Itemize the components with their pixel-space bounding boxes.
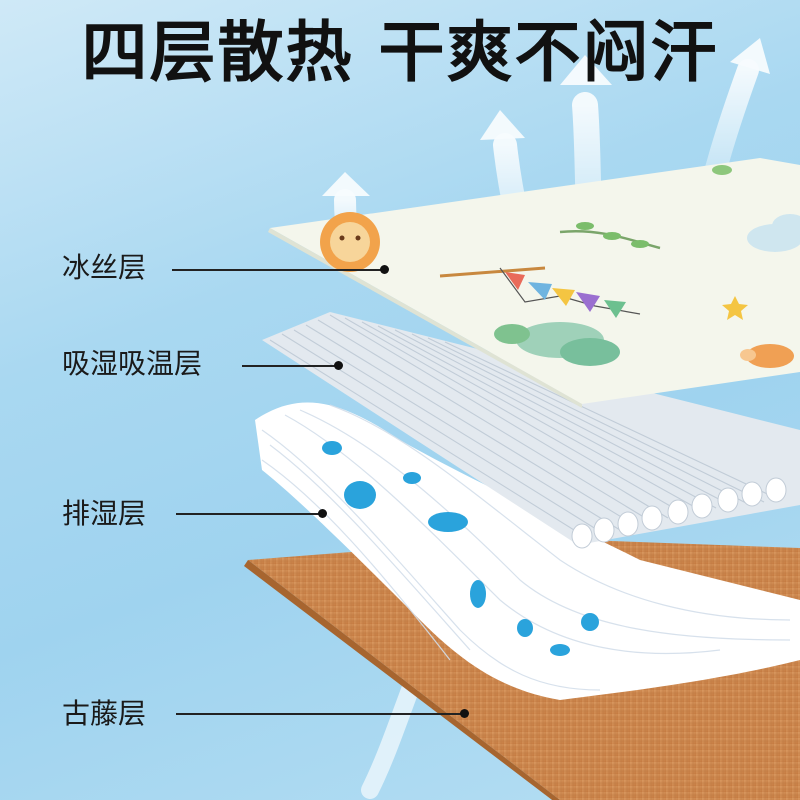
tube-layer: [262, 312, 800, 549]
leader-line: [176, 713, 462, 715]
leader-line: [172, 269, 382, 271]
bush-print-icon: [494, 322, 620, 366]
fiber-dots: [322, 441, 599, 656]
cloud-print-icon: [747, 214, 800, 252]
airflow-arrow-icon: [730, 38, 770, 74]
leader-line: [176, 513, 320, 515]
tube-ends: [571, 477, 787, 549]
airflow-arrow-icon: [361, 681, 419, 799]
leaf-print-icon: [559, 165, 732, 250]
callout-rattan-layer: 古藤层: [62, 697, 147, 730]
ice-silk-layer: [268, 158, 800, 408]
fiber-layer: [255, 402, 800, 700]
bunting-print-icon: [439, 266, 641, 318]
headline: 四层散热 干爽不闷汗: [81, 14, 719, 91]
lion-print-icon: [320, 212, 380, 272]
leader-dot: [334, 361, 343, 370]
callout-ice-silk-layer: 冰丝层: [62, 251, 147, 284]
airflow-arrow-icon: [560, 55, 612, 85]
airflow-arrow-icon: [322, 172, 370, 196]
leader-dot: [318, 509, 327, 518]
airflow-arrow-icon: [480, 110, 525, 140]
callout-absorbing-layer: 吸湿吸温层: [62, 347, 203, 380]
fox-print-icon: [740, 344, 794, 368]
callout-wicking-layer: 排湿层: [62, 497, 147, 530]
star-print-icon: [722, 296, 748, 320]
leader-dot: [380, 265, 389, 274]
leader-line: [242, 365, 336, 367]
leader-dot: [460, 709, 469, 718]
